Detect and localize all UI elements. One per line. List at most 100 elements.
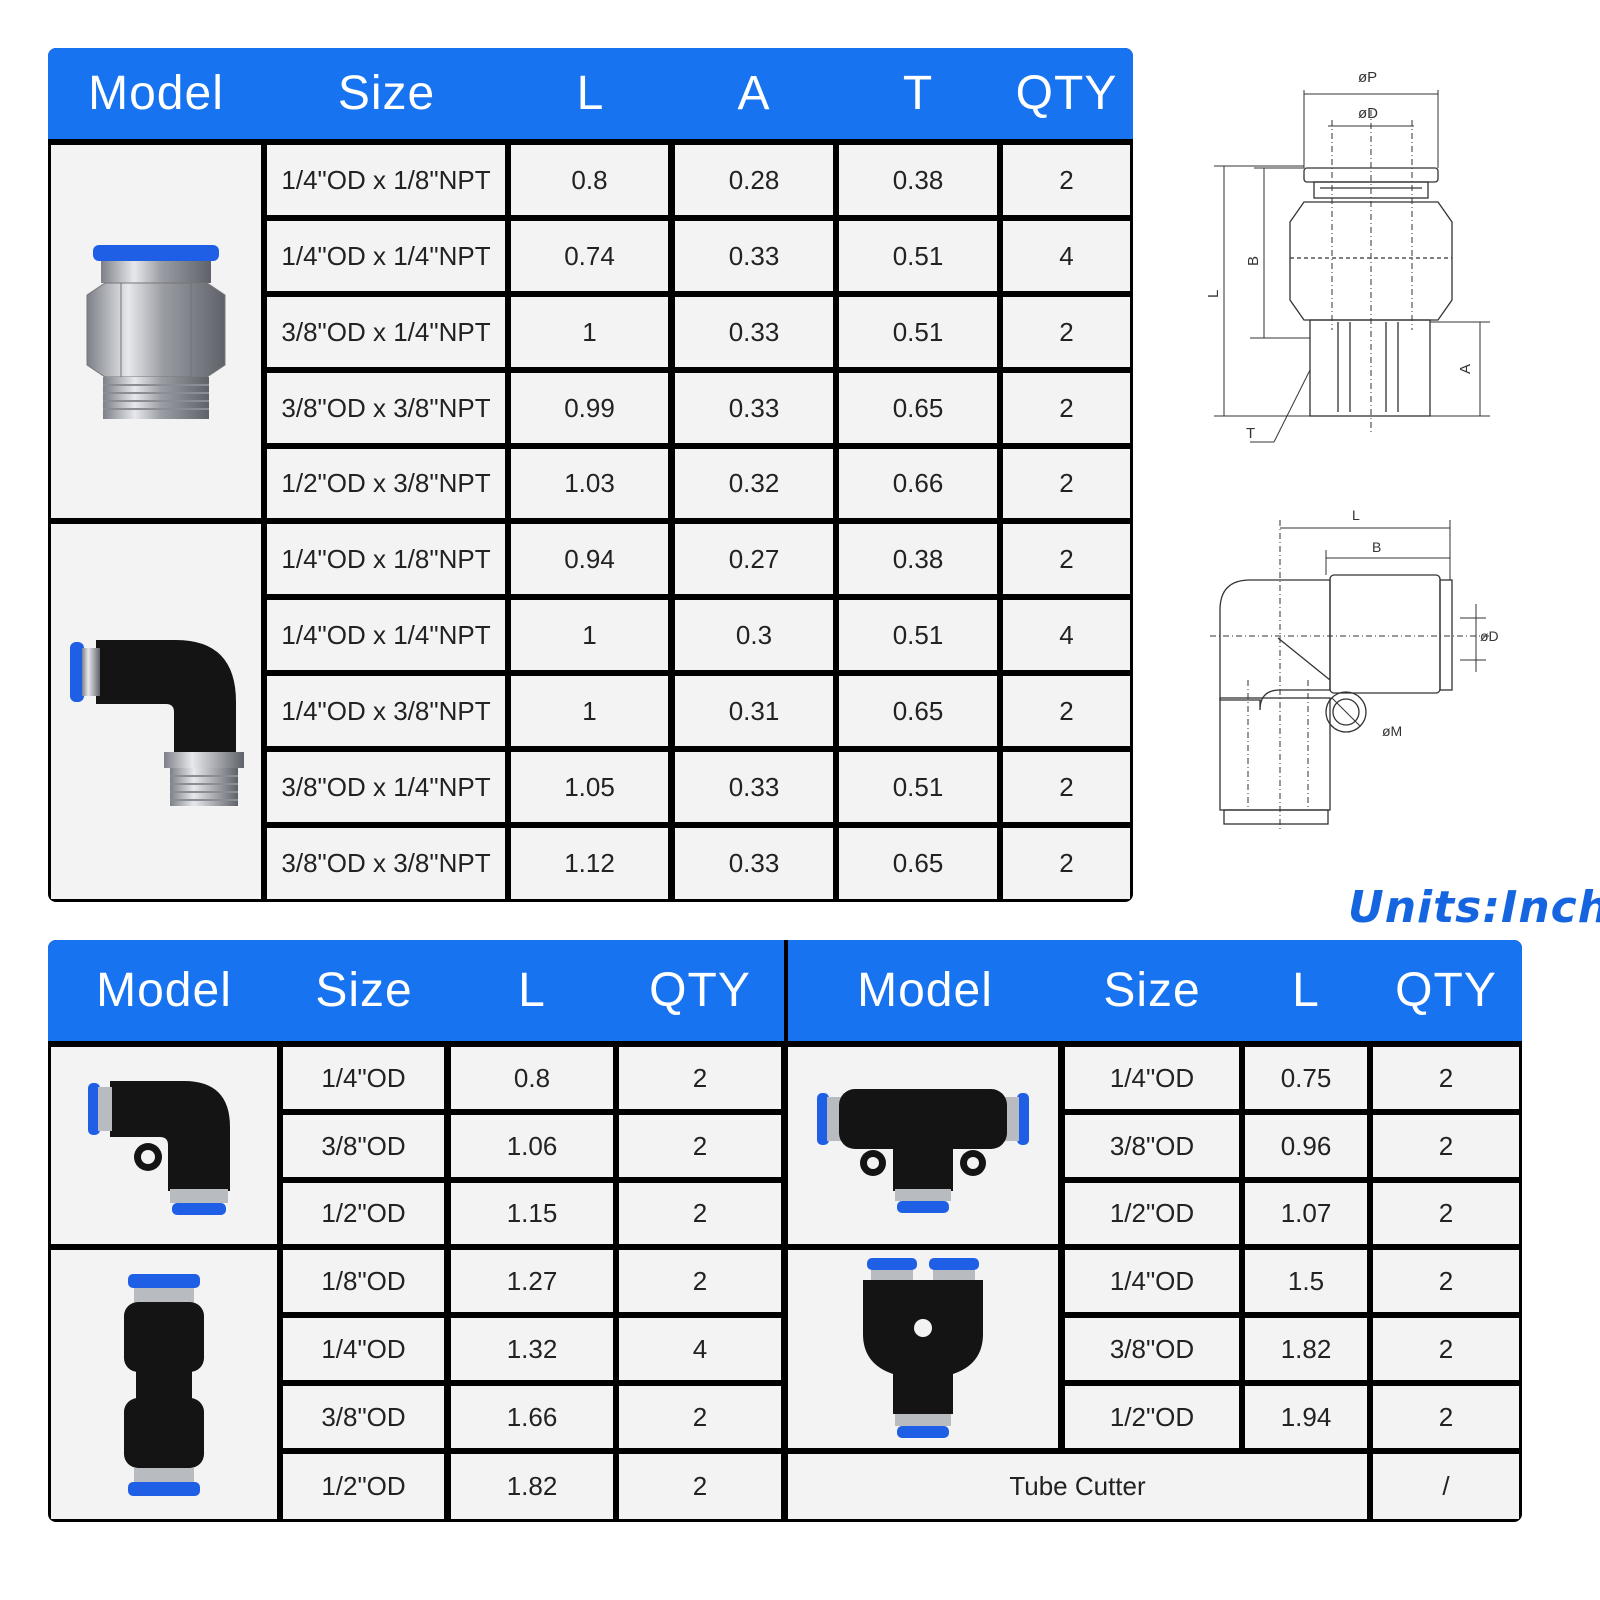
table-cell: 1.15 (451, 1183, 613, 1244)
dimension-label-l: L (1205, 290, 1222, 298)
table-cell: 4 (619, 1318, 781, 1380)
header-qty: QTY (1370, 940, 1522, 1041)
table-cell: 1.5 (1245, 1250, 1367, 1312)
model-image-straight-union (51, 1250, 277, 1519)
table-cell: 2 (1373, 1115, 1519, 1177)
table-cell: 1/2"OD (283, 1183, 444, 1244)
table-cell: 3/8"OD x 1/4"NPT (267, 752, 505, 822)
table-cell: 1/8"OD (283, 1250, 444, 1312)
table-cell: 4 (1003, 600, 1130, 670)
straight-union-icon (124, 1273, 204, 1496)
table-cell: 0.32 (675, 449, 833, 518)
table-cell: 2 (1003, 828, 1130, 899)
table-cell: 1/4"OD (1065, 1250, 1239, 1312)
table-cell: 2 (1003, 297, 1130, 367)
table-cell: 0.51 (839, 297, 997, 367)
header-qty: QTY (1000, 48, 1133, 139)
table-cell: 0.51 (839, 221, 997, 291)
table-cell: 0.74 (511, 221, 668, 291)
table-cell: 2 (619, 1250, 781, 1312)
table-cell: 1.66 (451, 1386, 613, 1448)
table-cell: 1.07 (1245, 1183, 1367, 1244)
header-size: Size (280, 940, 448, 1041)
model-image-straight (51, 145, 261, 518)
table-cell: 0.75 (1245, 1047, 1367, 1109)
table-cell: 0.51 (839, 600, 997, 670)
table-cell: 0.96 (1245, 1115, 1367, 1177)
table-cell: 1.82 (1245, 1318, 1367, 1380)
table-cell: 1/4"OD (1065, 1047, 1239, 1109)
table-cell: 1/4"OD x 1/4"NPT (267, 221, 505, 291)
table-cell: 2 (619, 1386, 781, 1448)
table-cell: 0.65 (839, 828, 997, 899)
table-cell: 0.28 (675, 145, 833, 215)
table-cell: 1 (511, 297, 668, 367)
table-cell: 1.05 (511, 752, 668, 822)
table-cell: 0.66 (839, 449, 997, 518)
dimension-label-b: B (1245, 256, 1262, 266)
header-size: Size (264, 48, 509, 139)
table-cell: 3/8"OD (1065, 1318, 1239, 1380)
bottom-spec-tables: Model Size L QTY Model Size L QTY 1/4"OD… (48, 940, 1522, 1522)
straight-male-connector-icon (86, 244, 226, 419)
table-cell: 0.33 (675, 221, 833, 291)
table-cell: 1.27 (451, 1250, 613, 1312)
dimension-label-d: øD (1358, 105, 1378, 122)
header-size: Size (1062, 940, 1242, 1041)
header-model: Model (788, 940, 1062, 1041)
table-cell: 2 (1003, 524, 1130, 594)
table-cell: 1 (511, 600, 668, 670)
table-cell: 1.94 (1245, 1386, 1367, 1448)
table-cell: 1.06 (451, 1115, 613, 1177)
top-spec-table: Model Size L A T QTY (48, 48, 1133, 902)
dimension-label-b: B (1372, 539, 1381, 555)
table-cell: 1.82 (451, 1454, 613, 1519)
header-l: L (448, 940, 616, 1041)
table-cell: 2 (1373, 1047, 1519, 1109)
table-cell: 0.27 (675, 524, 833, 594)
table-cell: 3/8"OD (283, 1386, 444, 1448)
header-l: L (509, 48, 672, 139)
header-model: Model (48, 940, 280, 1041)
table-cell: 0.38 (839, 524, 997, 594)
table-cell: 0.38 (839, 145, 997, 215)
table-cell: 1/2"OD (283, 1454, 444, 1519)
header-t: T (836, 48, 1000, 139)
table-cell: 0.33 (675, 297, 833, 367)
table-cell: 2 (1373, 1386, 1519, 1448)
table-cell: 0.33 (675, 373, 833, 443)
table-cell: 3/8"OD x 1/4"NPT (267, 297, 505, 367)
table-cell: 0.65 (839, 676, 997, 746)
dimension-label-p: øP (1358, 69, 1377, 86)
table-cell: 2 (619, 1047, 781, 1109)
table-cell: 0.99 (511, 373, 668, 443)
table-cell: 1 (511, 676, 668, 746)
union-elbow-icon (88, 1080, 230, 1215)
header-l: L (1242, 940, 1370, 1041)
union-y-icon (863, 1258, 983, 1438)
table-cell: 2 (1373, 1183, 1519, 1244)
table-cell: 3/8"OD x 3/8"NPT (267, 828, 505, 899)
table-cell: 0.51 (839, 752, 997, 822)
table-cell: 2 (619, 1115, 781, 1177)
table-cell: 1/2"OD (1065, 1183, 1239, 1244)
table-cell: 1/4"OD x 1/8"NPT (267, 145, 505, 215)
table-cell: 0.33 (675, 752, 833, 822)
straight-fitting-dimension-diagram: øP øD L B A T (1205, 69, 1490, 443)
table-cell: 2 (1003, 145, 1130, 215)
elbow-fitting-dimension-diagram: L B øD øM (1210, 507, 1499, 830)
table-cell: 1/2"OD x 3/8"NPT (267, 449, 505, 518)
model-image-union-tee (788, 1047, 1058, 1244)
table-cell: 2 (1003, 752, 1130, 822)
header-a: A (672, 48, 836, 139)
table-cell: 2 (1373, 1318, 1519, 1380)
model-image-elbow (51, 524, 261, 899)
table-cell: 3/8"OD (1065, 1115, 1239, 1177)
table-cell: 0.33 (675, 828, 833, 899)
tube-cutter-label: Tube Cutter (788, 1454, 1367, 1519)
table-cell: 3/8"OD x 3/8"NPT (267, 373, 505, 443)
header-qty: QTY (616, 940, 784, 1041)
table-cell: 0.8 (451, 1047, 613, 1109)
elbow-male-connector-icon (70, 639, 244, 806)
table-cell: 0.8 (511, 145, 668, 215)
